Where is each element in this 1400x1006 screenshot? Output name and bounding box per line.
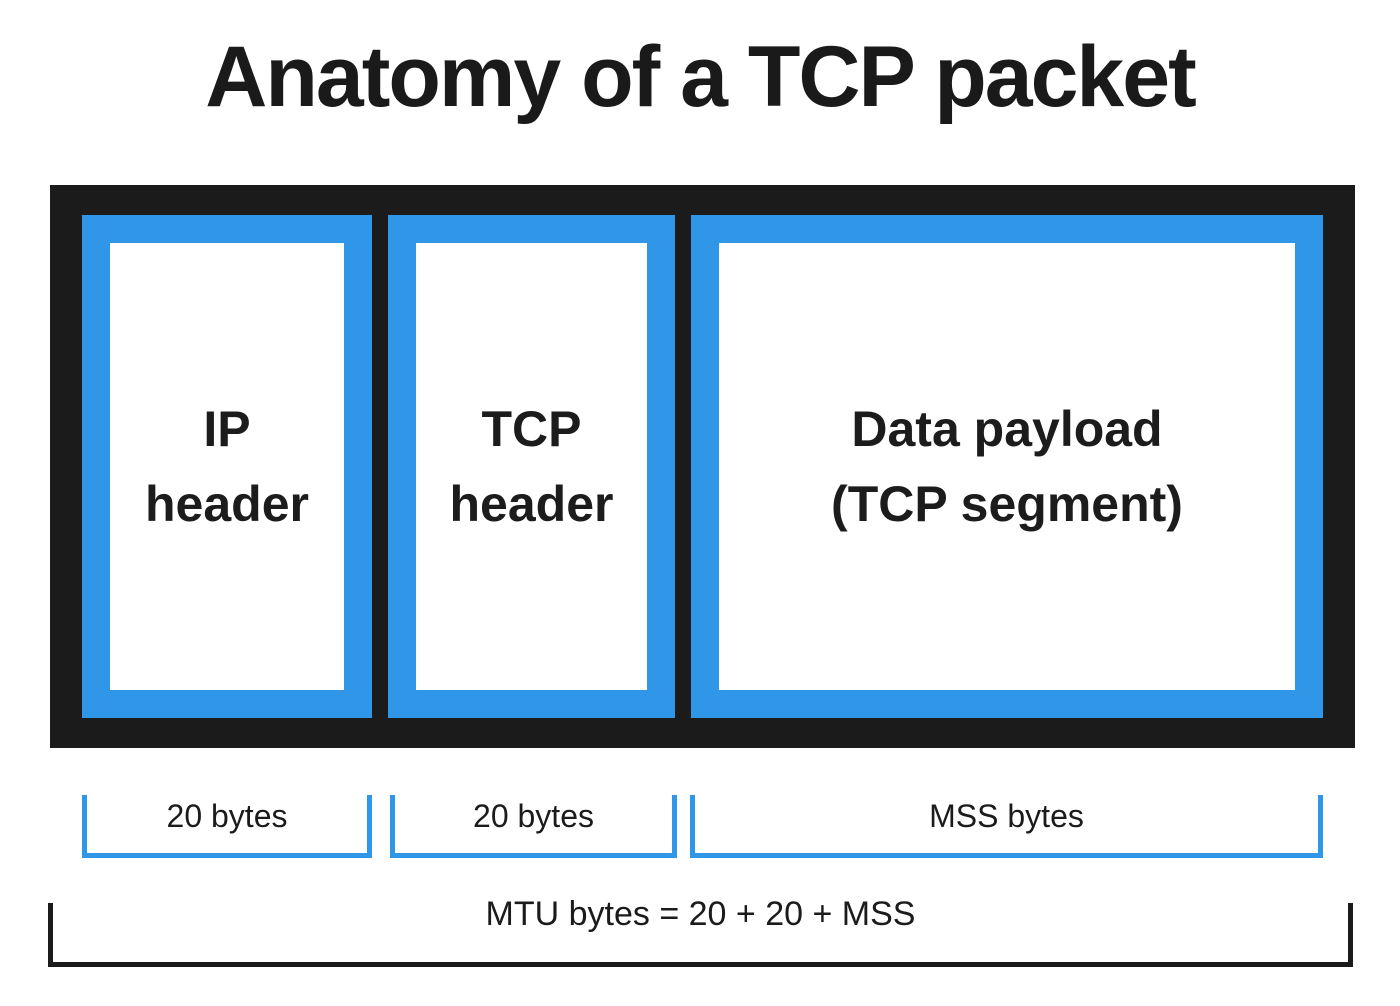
segment-box-data-payload: Data payload (TCP segment) xyxy=(691,215,1323,718)
size-label-tcp-header: 20 bytes xyxy=(473,798,594,834)
bracket-mtu-total: MTU bytes = 20 + 20 + MSS xyxy=(48,895,1353,967)
bracket-ip-header-size: 20 bytes xyxy=(82,795,372,858)
segment-label-tcp-header: TCP header xyxy=(450,392,614,542)
segment-label-line: Data payload xyxy=(851,400,1163,457)
segment-label-line: (TCP segment) xyxy=(831,475,1183,532)
segment-label-ip-header: IP header xyxy=(145,392,309,542)
total-label: MTU bytes = 20 + 20 + MSS xyxy=(485,895,916,933)
size-label-data-payload: MSS bytes xyxy=(929,798,1084,834)
segment-box-ip-header: IP header xyxy=(82,215,372,718)
packet-frame: IP header TCP header Data payload (TCP s… xyxy=(50,185,1355,748)
segment-label-data-payload: Data payload (TCP segment) xyxy=(831,392,1183,542)
bracket-tcp-header-size: 20 bytes xyxy=(390,795,677,858)
segment-label-line: header xyxy=(145,475,309,532)
segment-label-line: header xyxy=(449,475,614,532)
segment-box-tcp-header: TCP header xyxy=(388,215,675,718)
bracket-data-payload-size: MSS bytes xyxy=(690,795,1323,858)
page-title: Anatomy of a TCP packet xyxy=(205,29,1196,125)
size-label-ip-header: 20 bytes xyxy=(166,798,288,834)
segment-label-line: IP xyxy=(203,400,251,457)
segment-label-line: TCP xyxy=(481,400,582,457)
